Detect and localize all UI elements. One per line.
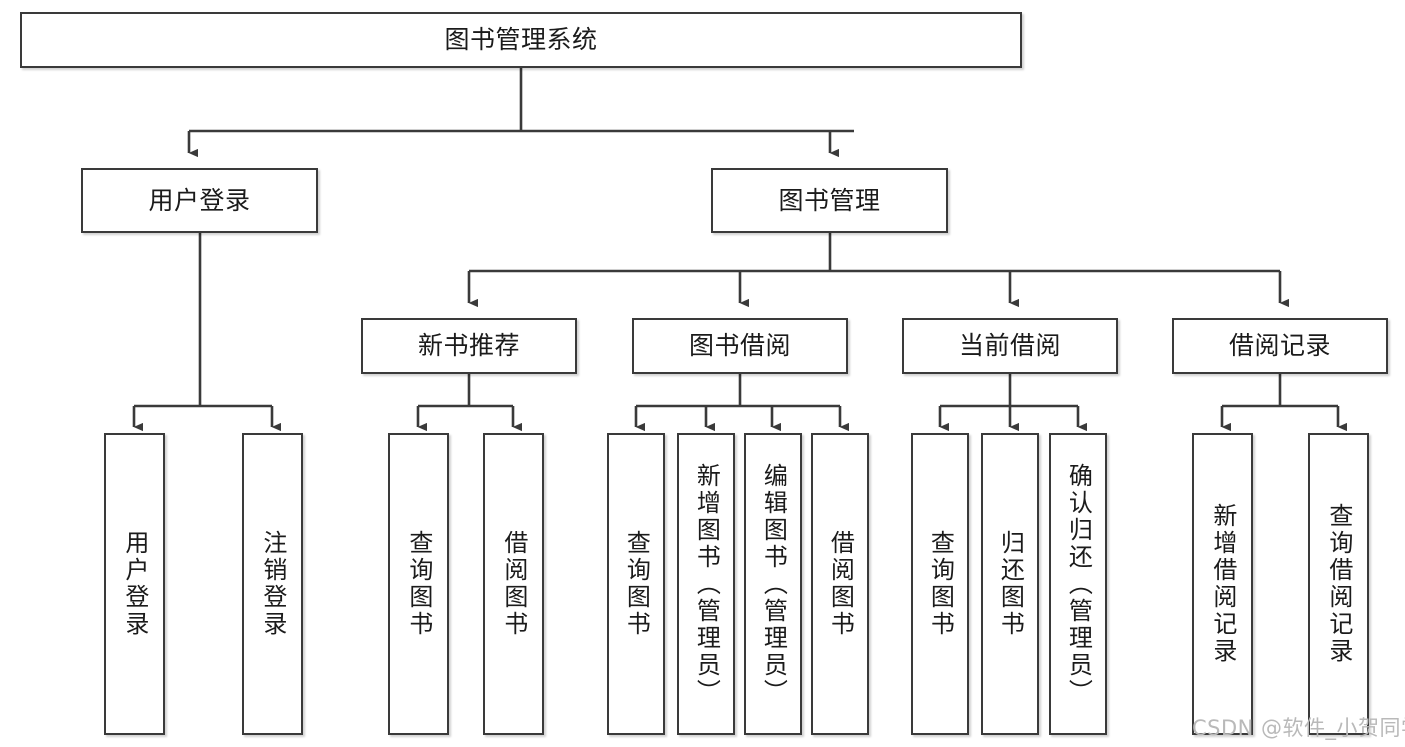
node-book-management-label: 图书管理 xyxy=(778,185,881,215)
node-new-book-recommend[interactable]: 新书推荐 xyxy=(361,318,577,374)
leaf-return-book-label: 归还图书 xyxy=(996,530,1025,638)
node-new-book-recommend-label: 新书推荐 xyxy=(417,331,520,361)
leaf-borrow-book-newbook[interactable]: 借阅图书 xyxy=(483,433,544,735)
node-book-borrow-label: 图书借阅 xyxy=(688,331,791,361)
leaf-user-logout-label: 注销登录 xyxy=(258,530,287,638)
leaf-user-login-label: 用户登录 xyxy=(120,530,149,638)
leaf-query-borrow-record-label: 查询借阅记录 xyxy=(1324,503,1353,665)
leaf-user-logout[interactable]: 注销登录 xyxy=(242,433,303,735)
leaf-query-book-newbook-label: 查询图书 xyxy=(404,530,433,638)
leaf-query-book-borrow-label: 查询图书 xyxy=(622,530,651,638)
leaf-query-book-newbook[interactable]: 查询图书 xyxy=(388,433,449,735)
node-root-label: 图书管理系统 xyxy=(444,25,598,55)
leaf-edit-book-label: 编辑图书（管理员） xyxy=(759,462,788,706)
node-borrow-records[interactable]: 借阅记录 xyxy=(1172,318,1388,374)
leaf-add-book-label: 新增图书（管理员） xyxy=(692,462,721,706)
leaf-user-login[interactable]: 用户登录 xyxy=(104,433,165,735)
node-current-borrow[interactable]: 当前借阅 xyxy=(902,318,1118,374)
node-book-management[interactable]: 图书管理 xyxy=(711,168,948,233)
leaf-borrow-book-borrow[interactable]: 借阅图书 xyxy=(811,433,869,735)
csdn-watermark: CSDN @软件_小贺同学 xyxy=(1192,716,1405,740)
leaf-query-book-borrow[interactable]: 查询图书 xyxy=(607,433,665,735)
leaf-confirm-return[interactable]: 确认归还（管理员） xyxy=(1049,433,1107,735)
node-user-login[interactable]: 用户登录 xyxy=(81,168,318,233)
node-book-borrow[interactable]: 图书借阅 xyxy=(632,318,848,374)
node-user-login-label: 用户登录 xyxy=(148,185,251,215)
leaf-query-book-current[interactable]: 查询图书 xyxy=(911,433,969,735)
node-borrow-records-label: 借阅记录 xyxy=(1228,331,1331,361)
leaf-add-borrow-record-label: 新增借阅记录 xyxy=(1208,503,1237,665)
node-root[interactable]: 图书管理系统 xyxy=(20,12,1022,68)
leaf-borrow-book-newbook-label: 借阅图书 xyxy=(499,530,528,638)
leaf-edit-book[interactable]: 编辑图书（管理员） xyxy=(744,433,802,735)
leaf-add-borrow-record[interactable]: 新增借阅记录 xyxy=(1192,433,1253,735)
leaf-borrow-book-borrow-label: 借阅图书 xyxy=(826,530,855,638)
leaf-query-book-current-label: 查询图书 xyxy=(926,530,955,638)
node-current-borrow-label: 当前借阅 xyxy=(958,331,1061,361)
leaf-confirm-return-label: 确认归还（管理员） xyxy=(1064,462,1093,706)
leaf-query-borrow-record[interactable]: 查询借阅记录 xyxy=(1308,433,1369,735)
leaf-add-book[interactable]: 新增图书（管理员） xyxy=(677,433,735,735)
leaf-return-book[interactable]: 归还图书 xyxy=(981,433,1039,735)
